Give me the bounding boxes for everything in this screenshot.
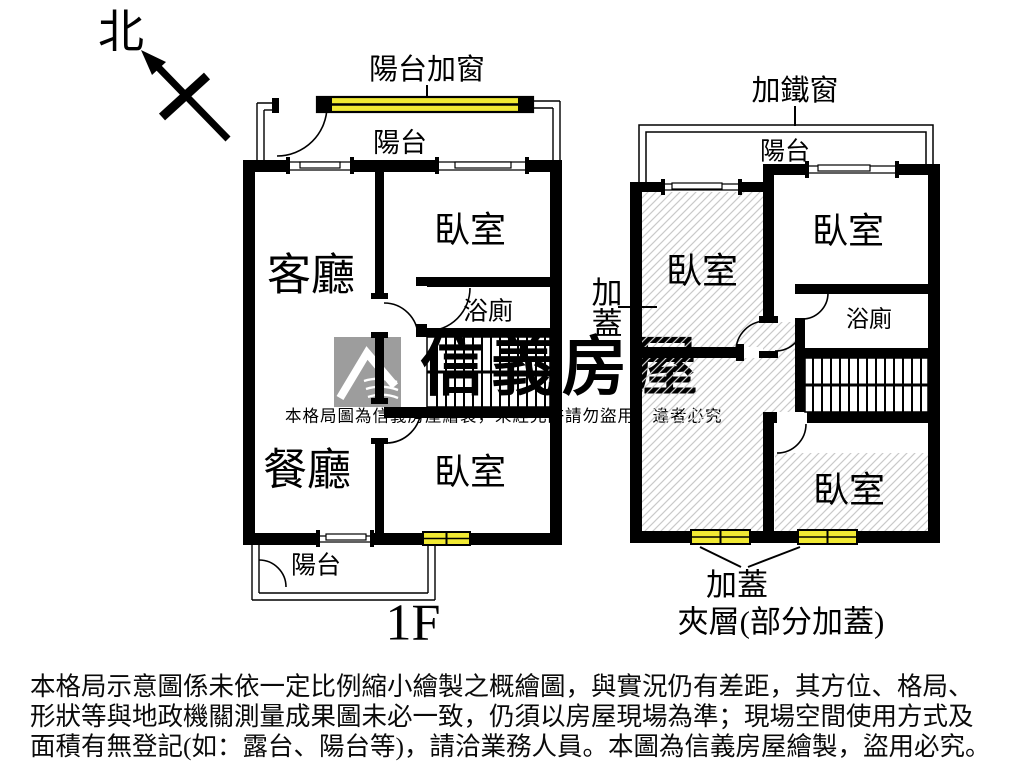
floor1-bedroom-bottom-label: 臥室 [434, 452, 506, 492]
floor1-bedroom-top-label: 臥室 [434, 210, 506, 250]
floor1-wall-windows [286, 157, 529, 547]
north-cross-stroke [158, 72, 211, 121]
mezzanine-iron-window-note: 加鐵窗 [751, 74, 838, 107]
disclaimer-line-3: 面積有無登記(如：露台、陽台等)，請洽業務人員。本圖為信義房屋繪製，盜用必究。 [30, 732, 991, 761]
mezzanine-left-divider-wall [630, 344, 744, 361]
sinyi-logo-mark [336, 346, 399, 401]
door-arc [276, 105, 328, 157]
floor1-title: 1F [386, 595, 441, 652]
mezzanine-added-window-left [690, 529, 751, 545]
floor1-living-room-label: 客廳 [267, 251, 355, 300]
floor1-dining-room-label: 餐廳 [263, 446, 351, 495]
leader-line [699, 546, 742, 568]
door-arc [258, 559, 287, 588]
floor1-added-window-bottom [422, 531, 471, 546]
north-arrow-head [141, 50, 166, 75]
door-arc [776, 423, 807, 454]
mezzanine-title: 夾層(部分加蓋) [678, 605, 885, 640]
mezzanine-staircase [763, 357, 940, 454]
floor1-bathroom-label: 浴廁 [463, 298, 513, 326]
north-label: 北 [98, 7, 144, 58]
floor1-added-window-top [315, 95, 535, 114]
floorplan-canvas: 信義房屋 本格局圖為信義房屋繪製，未經允許請勿盜用，違者必究 北 陽台加窗 [98, 7, 940, 652]
mezzanine-balcony-enclosure [638, 124, 934, 190]
mezzanine-wall-windows [661, 161, 899, 195]
floor1-plan: 陽台加窗 陽台 [243, 53, 562, 652]
mezzanine-bedroom-left-label: 臥室 [666, 251, 738, 291]
disclaimer-text: 本格局示意圖係未依一定比例縮小繪製之概繪圖，與實況仍有差距，其方位、格局、 形狀… [30, 672, 1015, 762]
mezzanine-outer-walls [630, 164, 940, 543]
floor1-balcony-bottom-label: 陽台 [291, 552, 341, 580]
floor1-balcony-top-label: 陽台 [373, 128, 427, 158]
leader-line [747, 546, 801, 568]
mezzanine-bedroom-top-label: 臥室 [812, 211, 884, 251]
floor1-staircase [384, 336, 562, 418]
floor1-bottom-balcony [251, 545, 436, 601]
disclaimer-line-2: 形狀等與地政機關測量成果圖未必一致，仍須以房屋現場為準；現場空間使用方式及 [30, 702, 974, 731]
floor1-top-balcony-enclosure [256, 98, 561, 160]
door-arc [801, 292, 829, 320]
floor1-bathroom [416, 277, 550, 337]
north-indicator: 北 [98, 7, 231, 142]
mezzanine-addition-note-bottom: 加蓋 [706, 568, 768, 603]
door-arc [383, 302, 419, 338]
mezzanine-bathroom [795, 284, 928, 412]
floor1-outer-walls [243, 160, 562, 545]
mezzanine-plan: 加鐵窗 陽台 [587, 74, 940, 640]
disclaimer-line-1: 本格局示意圖係未依一定比例縮小繪製之概繪圖，與實況仍有差距，其方位、格局、 [30, 672, 974, 701]
north-arrow-shaft [154, 63, 231, 142]
mezzanine-bedroom-bottom-label: 臥室 [813, 470, 885, 510]
mezzanine-hatched-areas [642, 192, 928, 531]
mezzanine-bathroom-label: 浴廁 [846, 307, 892, 332]
mezzanine-balcony-label: 陽台 [760, 138, 810, 166]
mezzanine-added-window-right [797, 529, 858, 545]
floor1-balcony-window-note: 陽台加窗 [369, 53, 485, 86]
mezzanine-addition-note-side: 加蓋 [587, 276, 623, 338]
